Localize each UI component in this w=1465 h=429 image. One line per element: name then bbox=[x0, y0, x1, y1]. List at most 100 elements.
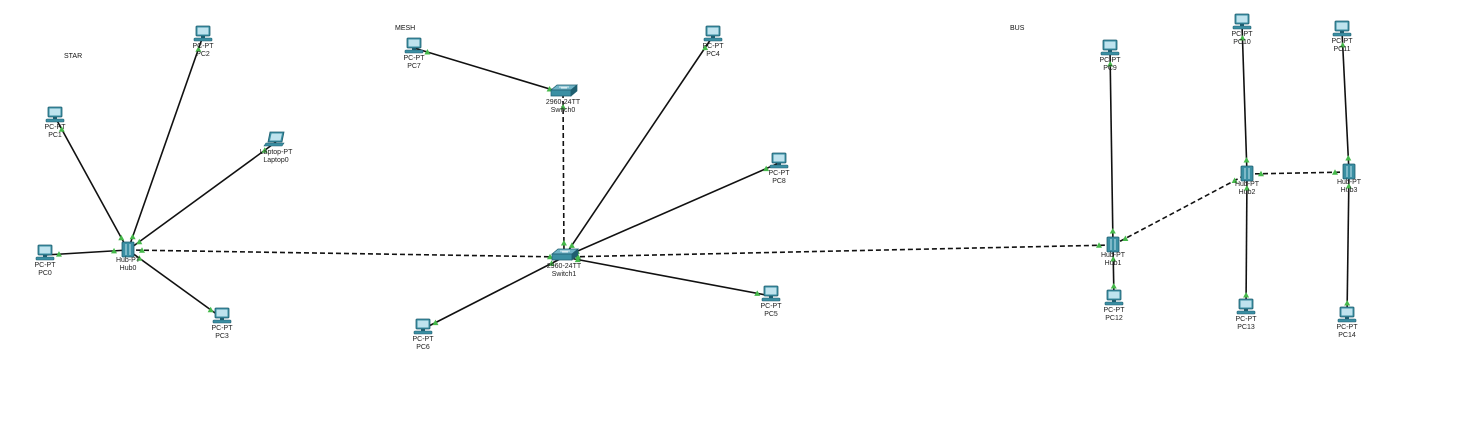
link-pc4-switch1[interactable] bbox=[563, 35, 714, 258]
device-type-label: PC-PT bbox=[212, 325, 234, 332]
section-title-star: STAR bbox=[64, 53, 82, 60]
device-name-label: PC4 bbox=[706, 51, 720, 58]
section-title-mesh: MESH bbox=[395, 25, 415, 32]
hub-icon bbox=[1240, 165, 1254, 182]
link-laptop0-hub0[interactable] bbox=[127, 141, 277, 251]
laptop-icon bbox=[263, 131, 285, 147]
link-hub0-switch1[interactable] bbox=[127, 249, 565, 258]
port-status-icon bbox=[548, 260, 555, 266]
port-status-icon bbox=[129, 233, 136, 240]
device-type-label: PC-PT bbox=[1332, 38, 1354, 45]
device-type-label: Hub-PT bbox=[1101, 252, 1126, 259]
section-title-bus: BUS bbox=[1010, 25, 1025, 32]
device-type-label: PC-PT bbox=[45, 124, 67, 131]
link-pc7-switch0[interactable] bbox=[413, 47, 564, 94]
port-status-icon bbox=[1257, 170, 1264, 177]
device-name-label: PC7 bbox=[407, 63, 421, 70]
link-pc3-hub0[interactable] bbox=[127, 249, 223, 319]
link-pc13-hub2[interactable] bbox=[1245, 173, 1248, 310]
port-dots-layer bbox=[55, 34, 1352, 326]
port-status-icon bbox=[1107, 60, 1114, 67]
device-name-label: PC14 bbox=[1338, 332, 1356, 339]
device-name-label: Hub0 bbox=[120, 265, 137, 272]
pc-icon bbox=[761, 285, 781, 302]
device-name-label: Laptop0 bbox=[263, 157, 288, 164]
device-type-label: PC-PT bbox=[413, 336, 435, 343]
device-type-label: PC-PT bbox=[404, 55, 426, 62]
pc-icon bbox=[35, 244, 55, 261]
device-type-label: PC-PT bbox=[1232, 31, 1254, 38]
pc-icon bbox=[413, 318, 433, 335]
link-pc14-hub3[interactable] bbox=[1346, 171, 1350, 318]
port-status-icon bbox=[1110, 255, 1117, 262]
device-type-label: PC-PT bbox=[35, 262, 57, 269]
link-pc9-hub1[interactable] bbox=[1109, 49, 1114, 246]
port-status-icon bbox=[560, 103, 567, 110]
link-hub1-hub2[interactable] bbox=[1112, 173, 1248, 246]
link-switch1-hub1[interactable] bbox=[563, 244, 1114, 258]
pc-icon bbox=[1332, 20, 1352, 37]
device-type-label: PC-PT bbox=[1236, 316, 1258, 323]
device-type-label: Hub-PT bbox=[116, 257, 141, 264]
device-type-label: 2960-24TT bbox=[546, 99, 581, 106]
port-status-icon bbox=[1096, 242, 1103, 248]
device-name-label: Hub1 bbox=[1105, 260, 1122, 267]
link-pc11-hub3[interactable] bbox=[1341, 30, 1350, 173]
link-pc1-hub0[interactable] bbox=[54, 116, 129, 251]
device-type-label: PC-PT bbox=[1100, 57, 1122, 64]
port-status-icon bbox=[1344, 300, 1351, 306]
link-pc6-switch1[interactable] bbox=[422, 256, 565, 330]
port-status-icon bbox=[1243, 292, 1250, 298]
device-type-label: PC-PT bbox=[1104, 307, 1126, 314]
pc-icon bbox=[769, 152, 789, 169]
device-type-label: Hub-PT bbox=[1337, 179, 1362, 186]
port-status-icon bbox=[55, 251, 62, 257]
pc-icon bbox=[193, 25, 213, 42]
port-status-icon bbox=[1243, 157, 1250, 163]
port-status-icon bbox=[58, 126, 65, 132]
port-status-icon bbox=[424, 49, 431, 55]
link-pc5-switch1[interactable] bbox=[563, 256, 772, 297]
device-name-label: PC1 bbox=[48, 132, 62, 139]
device-type-label: 2960-24TT bbox=[547, 263, 582, 270]
device-name-label: PC3 bbox=[215, 333, 229, 340]
pc-icon bbox=[1232, 13, 1252, 30]
link-hub2-hub3[interactable] bbox=[1246, 171, 1350, 175]
hub-icon bbox=[121, 241, 135, 258]
device-type-label: PC-PT bbox=[193, 43, 215, 50]
device-name-label: PC12 bbox=[1105, 315, 1123, 322]
device-name-label: PC13 bbox=[1237, 324, 1255, 331]
hub-icon bbox=[1342, 163, 1356, 180]
port-status-icon bbox=[1339, 41, 1346, 48]
link-pc2-hub0[interactable] bbox=[127, 35, 204, 251]
pc-icon bbox=[404, 37, 424, 54]
link-pc10-hub2[interactable] bbox=[1241, 23, 1248, 175]
port-status-icon bbox=[1243, 184, 1250, 191]
device-name-label: PC11 bbox=[1334, 46, 1351, 53]
link-switch0-switch1[interactable] bbox=[562, 92, 565, 258]
port-status-icon bbox=[1332, 169, 1339, 175]
link-pc8-switch1[interactable] bbox=[563, 162, 780, 258]
